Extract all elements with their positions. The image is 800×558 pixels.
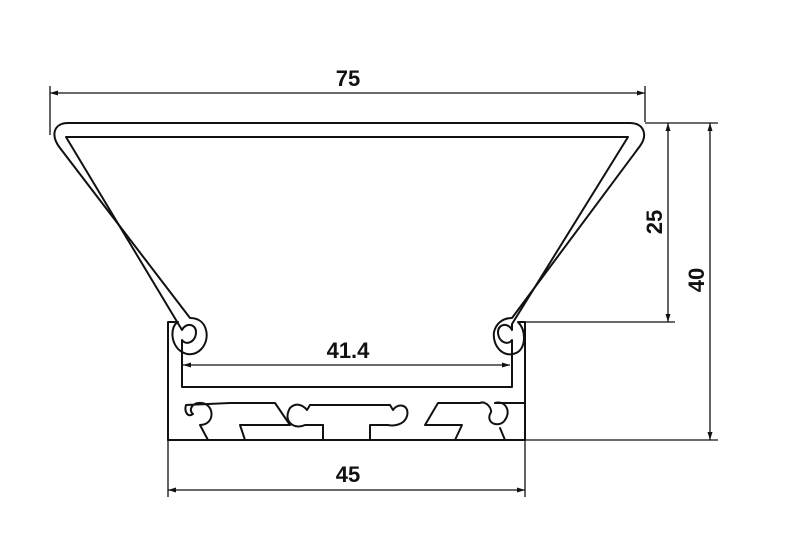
dimension-45: 45 [167,440,526,497]
profile-outer-outline [53,122,646,441]
dimension-label-base-width: 45 [336,462,360,487]
dimension-label-top-width: 75 [336,66,360,91]
dimension-40: 40 [525,123,718,441]
dimension-75: 75 [49,66,646,135]
mounting-grooves [167,401,526,441]
dimension-label-inner-width: 41.4 [327,338,371,363]
dimension-41-4: 41.4 [183,338,510,368]
dimension-label-total-height: 40 [684,268,709,292]
profile-inner-outline [65,136,629,388]
dimension-label-upper-height: 25 [642,210,667,234]
dimension-25: 25 [522,122,718,323]
